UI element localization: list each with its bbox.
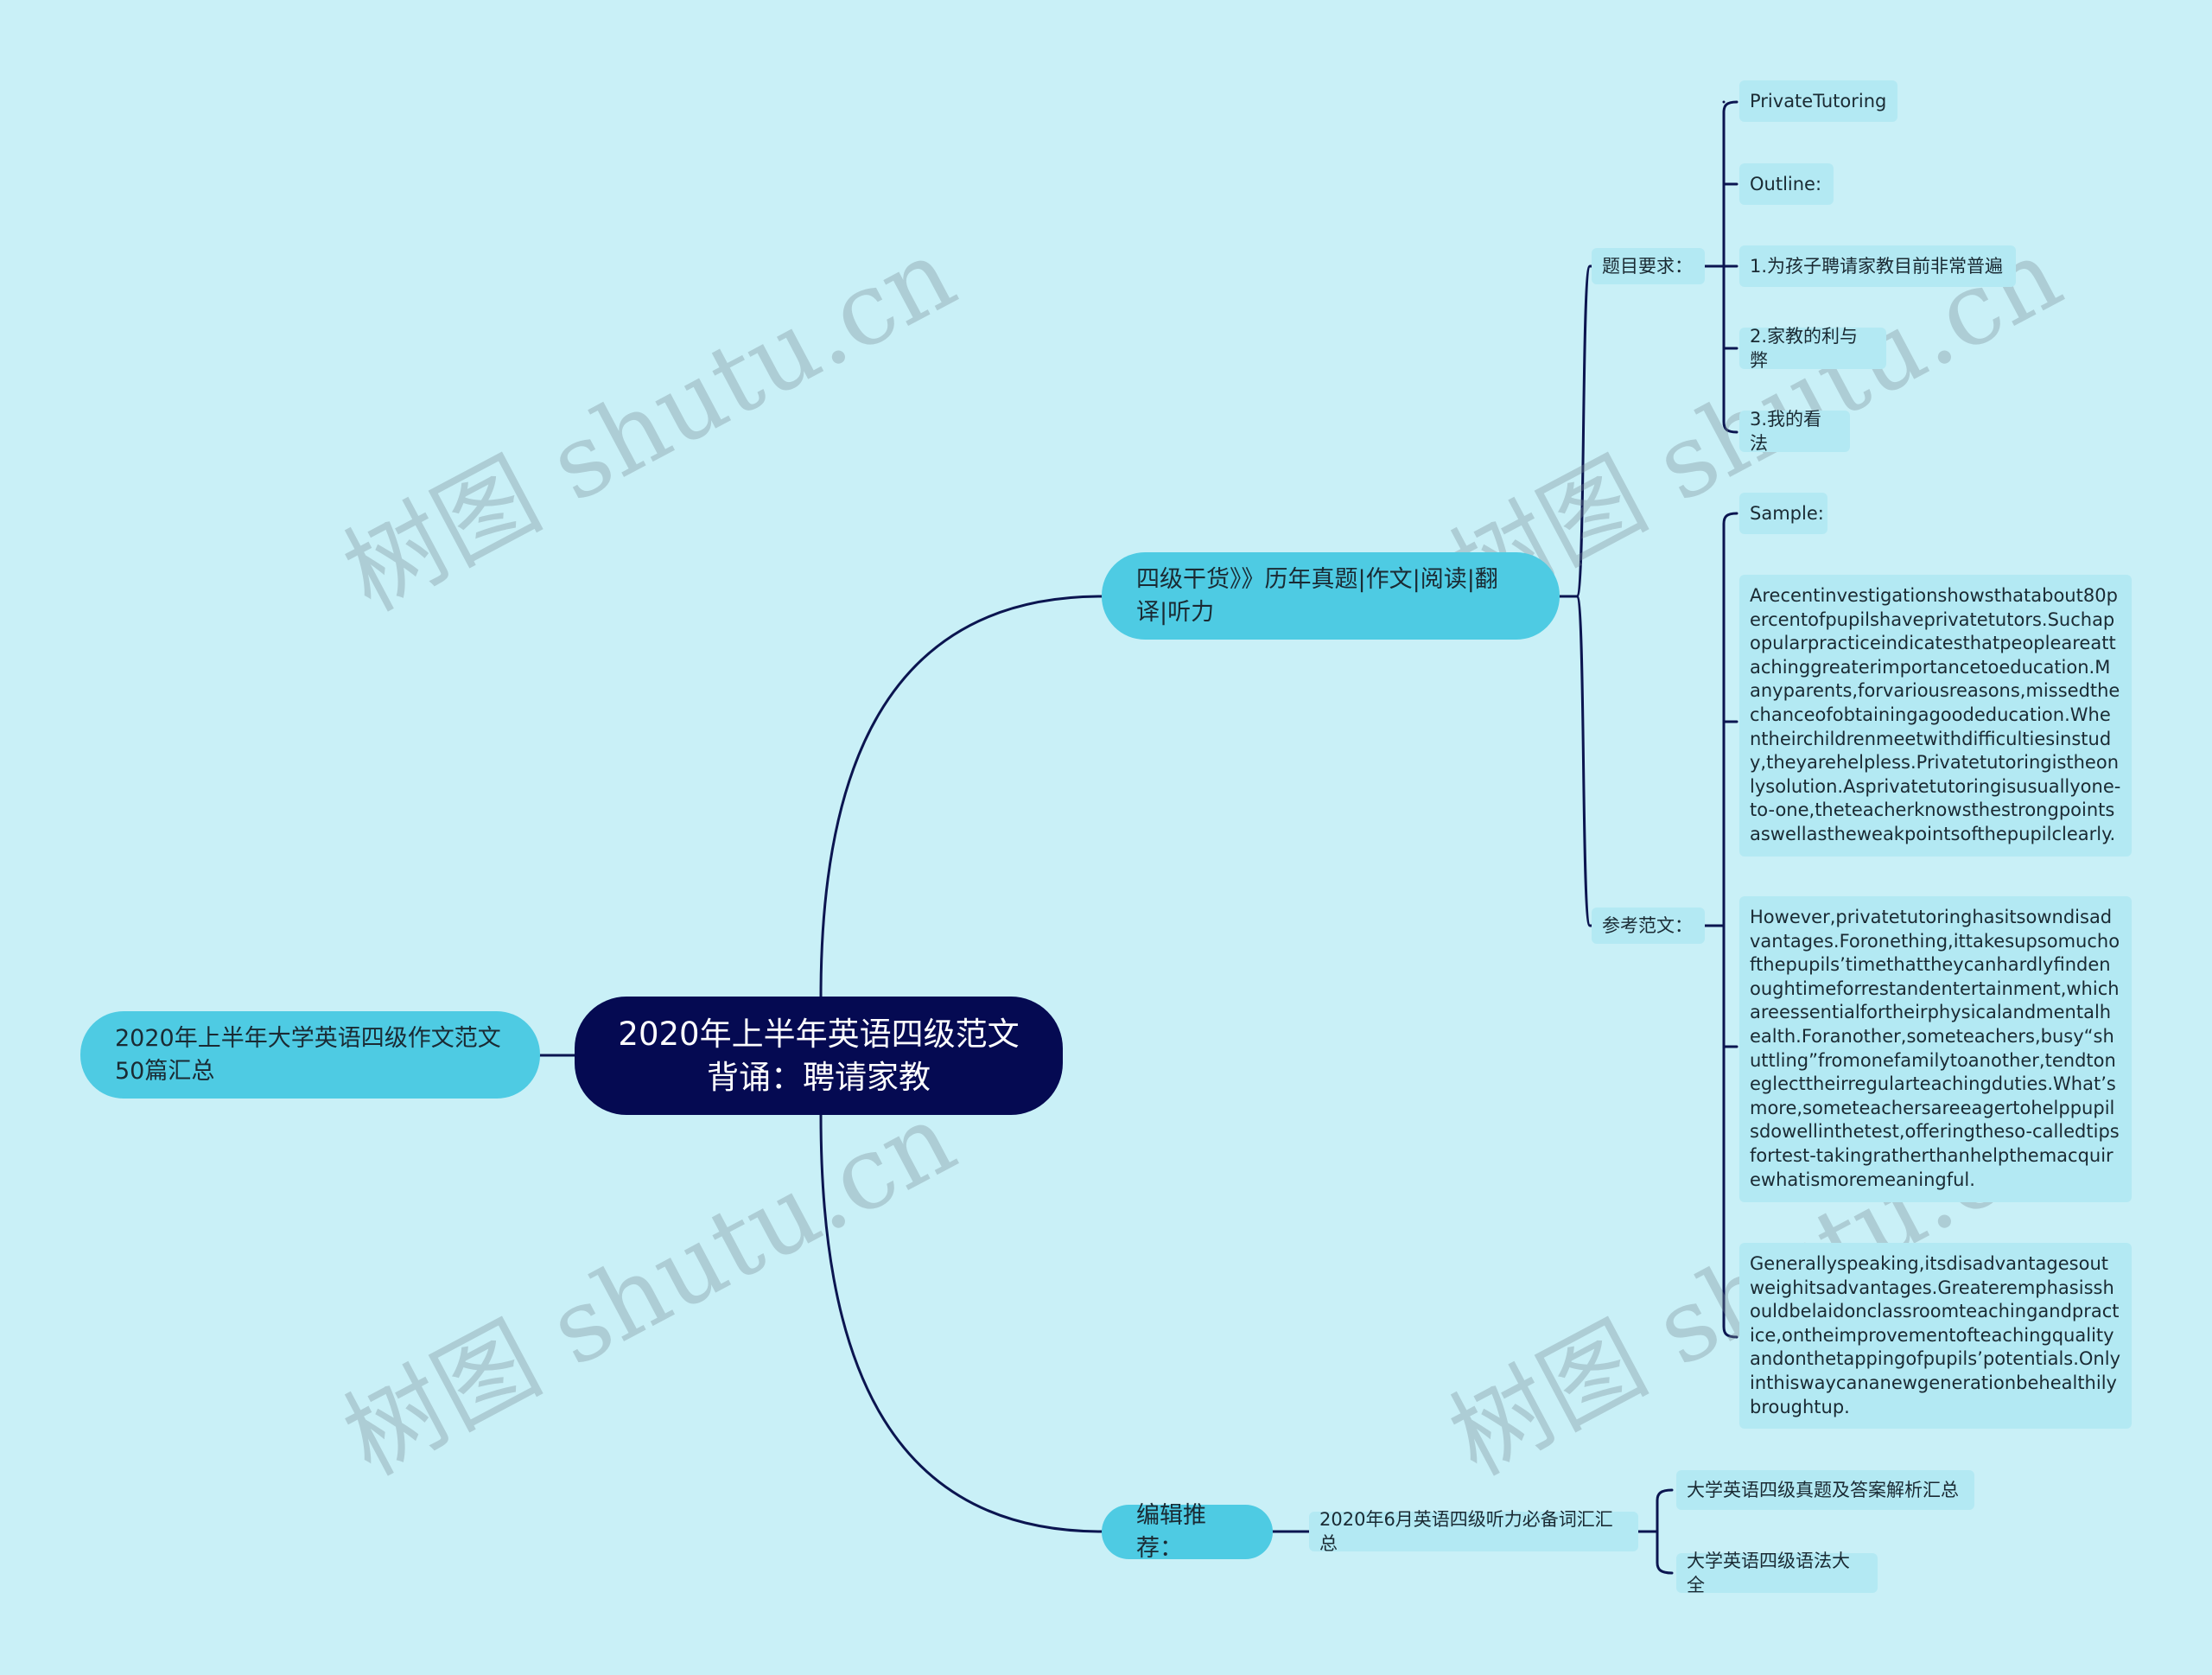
sample-label: 参考范文： bbox=[1602, 915, 1693, 936]
top-branch-label: 四级干货》》历年真题|作文|阅读|翻译|听力 bbox=[1136, 565, 1498, 626]
link-top-req bbox=[1558, 264, 1599, 598]
requirement-item[interactable]: 2.家教的利与弊 bbox=[1739, 326, 1886, 371]
bottom-leaf-item[interactable]: 大学英语四级语法大全 bbox=[1676, 1551, 1878, 1595]
bracket-bottom bbox=[1637, 1488, 1674, 1575]
bottom-branch-topic[interactable]: 编辑推荐： bbox=[1102, 1502, 1273, 1562]
link-top-sample bbox=[1575, 595, 1599, 927]
requirements-label: 题目要求： bbox=[1602, 256, 1693, 277]
requirement-item[interactable]: PrivateTutoring bbox=[1739, 80, 1897, 122]
bracket-sample bbox=[1703, 512, 1738, 1339]
left-branch-topic[interactable]: 2020年上半年大学英语四级作文范文50篇汇总 bbox=[80, 1011, 540, 1099]
top-branch-topic[interactable]: 四级干货》》历年真题|作文|阅读|翻译|听力 bbox=[1102, 552, 1560, 640]
root-topic[interactable]: 2020年上半年英语四级范文背诵：聘请家教 bbox=[575, 997, 1063, 1115]
sample-paragraph[interactable]: However,privatetutoringhasitsowndisadvan… bbox=[1739, 896, 2132, 1202]
bottom-child-topic[interactable]: 2020年6月英语四级听力必备词汇汇总 bbox=[1309, 1509, 1638, 1554]
sample-paragraph[interactable]: Generallyspeaking,itsdisadvantagesoutwei… bbox=[1739, 1243, 2132, 1429]
link-root-top bbox=[819, 595, 1103, 998]
sample-paragraph[interactable]: Arecentinvestigationshowsthatabout80perc… bbox=[1739, 575, 2132, 857]
bottom-leaf-item[interactable]: 大学英语四级真题及答案解析汇总 bbox=[1676, 1470, 1974, 1510]
requirement-item[interactable]: 3.我的看法 bbox=[1739, 409, 1850, 454]
sample-topic[interactable]: 参考范文： bbox=[1592, 908, 1705, 944]
requirement-item[interactable]: 1.为孩子聘请家教目前非常普遍 bbox=[1739, 245, 2016, 287]
requirement-item[interactable]: Outline: bbox=[1739, 163, 1834, 205]
bottom-branch-label: 编辑推荐： bbox=[1136, 1501, 1206, 1562]
link-root-bottom bbox=[819, 1113, 1103, 1533]
sample-item[interactable]: Sample: bbox=[1739, 493, 1827, 534]
requirements-topic[interactable]: 题目要求： bbox=[1592, 248, 1705, 284]
left-branch-label: 2020年上半年大学英语四级作文范文50篇汇总 bbox=[115, 1024, 501, 1085]
root-topic-label: 2020年上半年英语四级范文背诵：聘请家教 bbox=[618, 1015, 1020, 1096]
